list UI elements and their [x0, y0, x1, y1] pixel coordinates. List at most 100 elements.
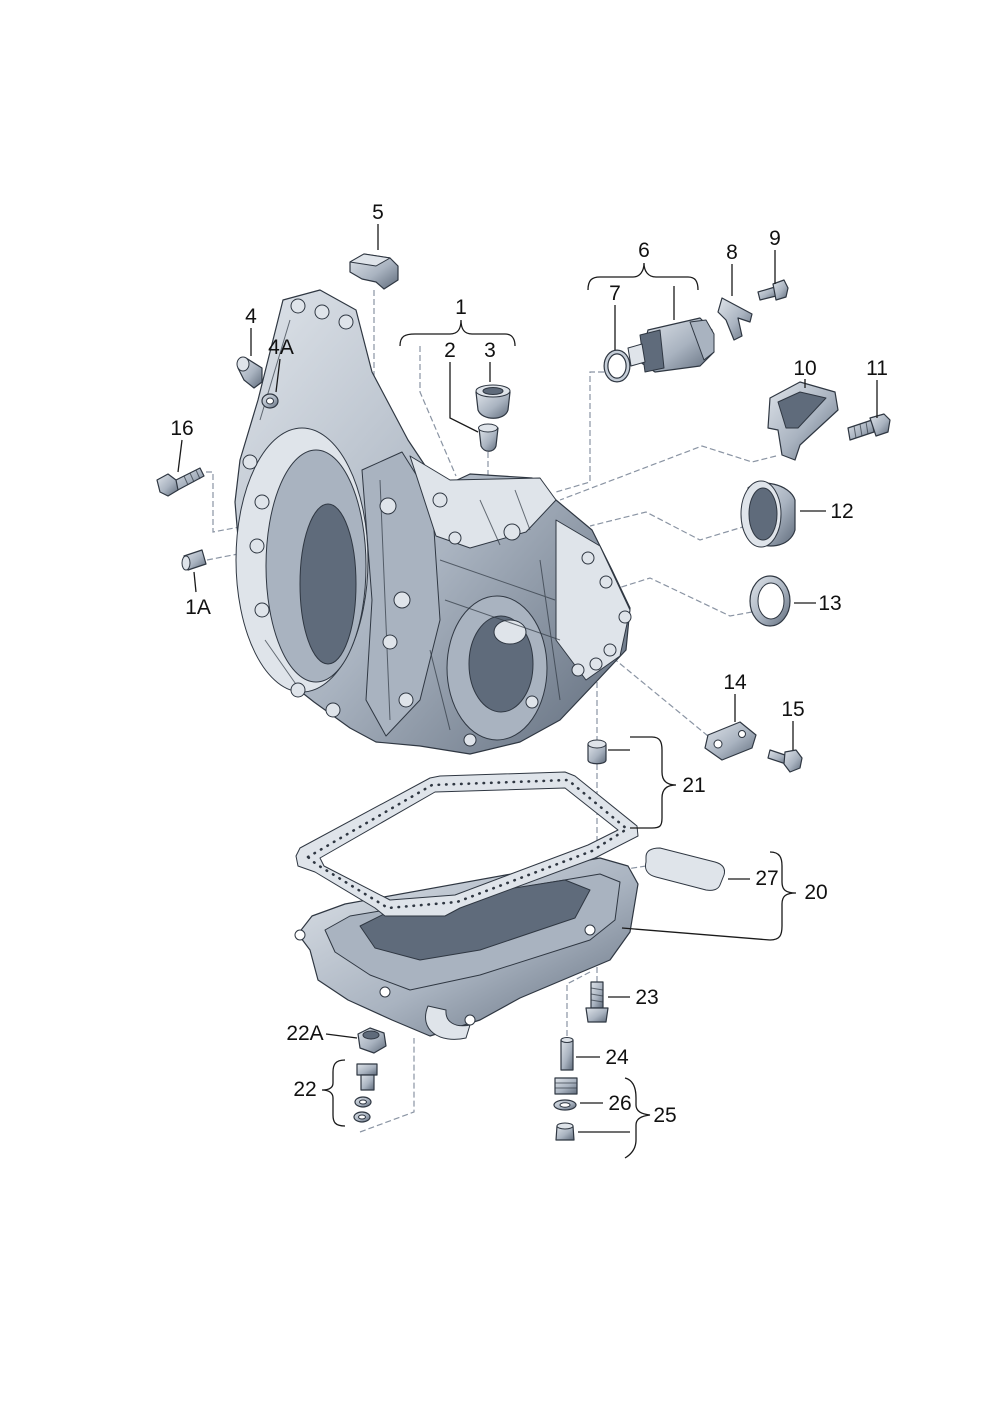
transmission-housing [234, 289, 632, 755]
label-part-1a: 1A [185, 596, 211, 619]
callout-brace-25 [624, 1077, 651, 1159]
part-23-bolt [585, 981, 609, 1023]
oil-pan-mount-hole [584, 924, 596, 936]
bolt-boss [432, 492, 448, 508]
bolt-boss [603, 643, 617, 657]
label-part-26: 26 [608, 1092, 631, 1115]
oil-pan-mount-hole [294, 929, 306, 941]
part-15-head [783, 749, 803, 773]
callout-lines [177, 224, 878, 1159]
label-part-12: 12 [830, 500, 853, 523]
part-27-filter [645, 847, 725, 891]
oil-pan-mount-hole [464, 1014, 476, 1026]
callout-line-20-lower [621, 927, 771, 941]
label-part-25: 25 [653, 1104, 676, 1127]
oil-pan-mount-hole [379, 986, 391, 998]
label-part-6: 6 [638, 239, 650, 262]
label-part-22: 22 [293, 1078, 316, 1101]
part-25-drain-plug [554, 1077, 578, 1141]
oil-pan-assembly [294, 771, 639, 1040]
part-7-o-ring [603, 349, 631, 383]
label-part-8: 8 [726, 241, 738, 264]
part-3-cap [475, 384, 511, 419]
part-2-plug [478, 423, 499, 452]
label-part-14: 14 [723, 671, 747, 694]
housing-ribs [259, 319, 561, 731]
bolt-boss [599, 575, 613, 589]
bolt-boss [525, 695, 539, 709]
part-24-top [560, 1037, 574, 1043]
callout-brace-6 [587, 262, 699, 291]
part-14-plate [704, 721, 757, 761]
bolt-boss [290, 682, 306, 698]
callout-line-22a [325, 1033, 358, 1039]
bolt-boss [254, 494, 270, 510]
part-12-bore [748, 487, 778, 541]
label-part-3: 3 [484, 339, 496, 362]
part-21-top [587, 739, 607, 749]
bolt-boss [325, 702, 341, 718]
label-part-20: 20 [804, 881, 827, 904]
callout-brace-20 [769, 851, 797, 941]
label-part-2: 2 [444, 339, 456, 362]
part-16-head [156, 473, 179, 497]
part-9-head [772, 279, 789, 301]
callout-line-1a [193, 571, 197, 593]
part-21-body [587, 743, 607, 765]
part-2-body [478, 427, 499, 452]
part-23-head [585, 1007, 609, 1023]
part-14-hole [738, 730, 746, 738]
label-part-11: 11 [866, 357, 888, 380]
label-part-4a: 4A [268, 336, 294, 359]
part-4-plug [236, 356, 263, 389]
part-5-retainer [349, 253, 399, 290]
label-part-1: 1 [455, 296, 467, 319]
part-8-clip [717, 297, 753, 341]
bolt-boss [314, 304, 330, 320]
leader-part-12 [589, 511, 747, 541]
leader-part-10 [559, 445, 777, 501]
label-part-16: 16 [170, 417, 193, 440]
label-part-23: 23 [635, 986, 658, 1009]
part-22-bolt-set [353, 1063, 378, 1123]
housing-bolt-bosses [242, 298, 632, 747]
part-9-shank [757, 286, 777, 301]
part-24-pin [560, 1037, 574, 1071]
part-5-top [349, 253, 391, 267]
part-4a-hole [266, 397, 274, 405]
part-16-bolt [156, 467, 205, 497]
part-1a-sleeve [181, 549, 207, 571]
label-part-21: 21 [682, 774, 705, 797]
bolt-boss [393, 591, 411, 609]
part-11-bolt [847, 413, 891, 441]
label-part-5: 5 [372, 201, 384, 224]
part-22-seal-hole [358, 1114, 366, 1120]
gasket-bolt-holes [305, 778, 630, 910]
bolt-boss [463, 733, 477, 747]
part-8-body [717, 297, 753, 341]
part-6-sensor [627, 317, 715, 373]
part-13-bore [757, 582, 785, 620]
part-22a-bore [362, 1030, 380, 1040]
callout-labels: 5 1 2 3 4 4A 16 1A 6 7 8 9 10 11 12 13 1… [170, 201, 888, 1127]
oil-pan-pipe [425, 1005, 471, 1040]
bolt-boss [448, 531, 462, 545]
part-4a-washer [261, 393, 279, 409]
bolt-boss [242, 454, 258, 470]
bolt-boss [338, 314, 354, 330]
part-13-ring [749, 575, 791, 627]
callout-line-4a [275, 358, 281, 393]
housing-right-flange [555, 519, 631, 681]
bolt-boss [503, 523, 521, 541]
part-11-thread [853, 421, 869, 439]
part-25-stud-thread [555, 1082, 577, 1089]
bolt-boss [571, 663, 585, 677]
part-25-plug-top [556, 1122, 574, 1130]
part-2-top [478, 423, 498, 433]
label-part-22a: 22A [286, 1022, 323, 1045]
label-part-27: 27 [755, 867, 778, 890]
part-9-bolt [757, 279, 789, 301]
label-part-13: 13 [818, 592, 841, 615]
leader-part-7 [555, 371, 604, 493]
part-21-sleeve [587, 739, 607, 765]
